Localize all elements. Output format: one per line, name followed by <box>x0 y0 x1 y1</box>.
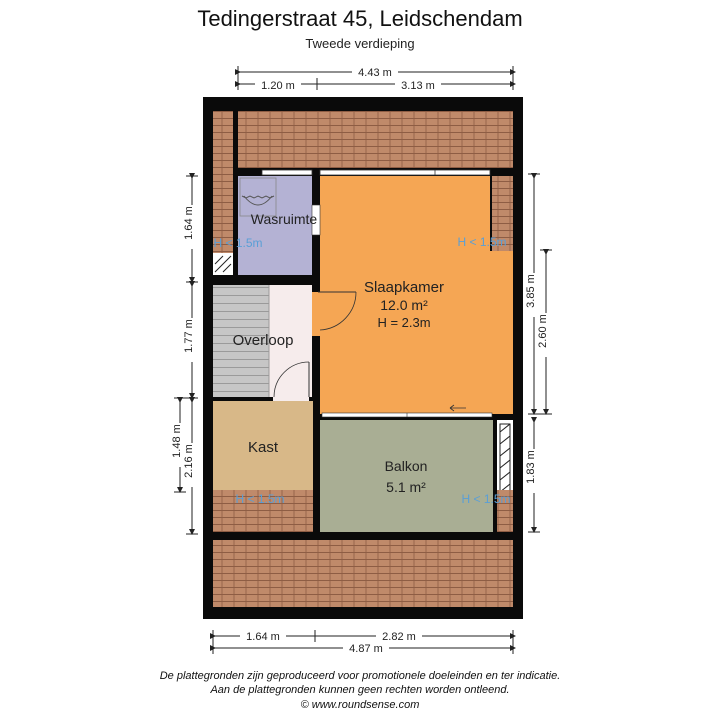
dim-left-middle: 1.77 m <box>183 319 195 353</box>
plan-subtitle: Tweede verdieping <box>305 36 415 51</box>
label-balkon: Balkon <box>385 458 428 474</box>
building <box>203 97 523 619</box>
room-slaapkamer <box>320 176 490 414</box>
window-wasruimte <box>261 169 313 176</box>
height-note-slaapkamer: H < 1.5m <box>457 235 506 249</box>
room-slaapkamer-ext <box>490 251 513 414</box>
washing-machine-icon <box>239 177 277 217</box>
dim-right-outer: 3.85 m <box>525 274 537 308</box>
dim-bottom-left: 1.64 m <box>246 631 280 643</box>
dim-bottom-right: 2.82 m <box>382 631 416 643</box>
room-kast <box>213 401 313 490</box>
label-wasruimte: Wasruimte <box>251 211 318 227</box>
height-note-kast: H < 1.5m <box>235 492 284 506</box>
dimension-labels: 4.43 m 1.20 m 3.13 m 1.64 m 2.82 m 4.87 … <box>171 65 553 655</box>
roof-bottom <box>213 540 513 607</box>
disclaimer-line-1: De plattegronden zijn geproduceerd voor … <box>159 670 561 682</box>
door-opening-slaapkamer <box>312 292 320 336</box>
window-slaapkamer <box>319 169 491 176</box>
label-slaapkamer: Slaapkamer <box>364 279 444 296</box>
area-slaapkamer: 12.0 m² <box>380 297 428 313</box>
dim-top-total: 4.43 m <box>358 67 392 79</box>
height-note-balkon: H < 1.5m <box>461 492 510 506</box>
area-balkon: 5.1 m² <box>386 479 426 495</box>
roof-right-lower <box>497 490 513 532</box>
roof-top <box>238 111 513 168</box>
dim-right-inner: 2.60 m <box>537 314 549 348</box>
roof-right-upper <box>492 176 513 251</box>
dim-top-right: 3.13 m <box>401 80 435 92</box>
height-note-wasruimte: H < 1.5m <box>213 236 262 250</box>
label-kast: Kast <box>248 439 279 456</box>
door-kast <box>273 361 310 398</box>
dim-right-lower: 1.83 m <box>525 450 537 484</box>
label-overloop: Overloop <box>233 332 294 349</box>
disclaimer-line-2: Aan de plattegronden kunnen geen rechten… <box>210 684 510 696</box>
roof-left-strip <box>213 111 233 275</box>
door-slaapkamer <box>318 291 357 331</box>
dim-top-left: 1.20 m <box>261 80 295 92</box>
room-balkon <box>320 420 493 532</box>
staircase <box>213 285 269 397</box>
roof-under-kast <box>213 490 313 532</box>
copyright-link[interactable]: © www.roundsense.com <box>300 699 420 711</box>
plan-title: Tedingerstraat 45, Leidschendam <box>197 6 523 31</box>
dim-left-lower-b: 2.16 m <box>183 444 195 478</box>
window-wasruimte-side <box>311 204 321 236</box>
door-opening-kast <box>273 397 309 401</box>
dim-left-lower-a: 1.48 m <box>171 424 183 458</box>
height-slaapkamer: H = 2.3m <box>377 315 430 330</box>
room-labels: Wasruimte H < 1.5m Slaapkamer 12.0 m² H … <box>213 211 510 506</box>
dim-left-upper: 1.64 m <box>183 206 195 240</box>
dim-bottom-total: 4.87 m <box>349 643 383 655</box>
